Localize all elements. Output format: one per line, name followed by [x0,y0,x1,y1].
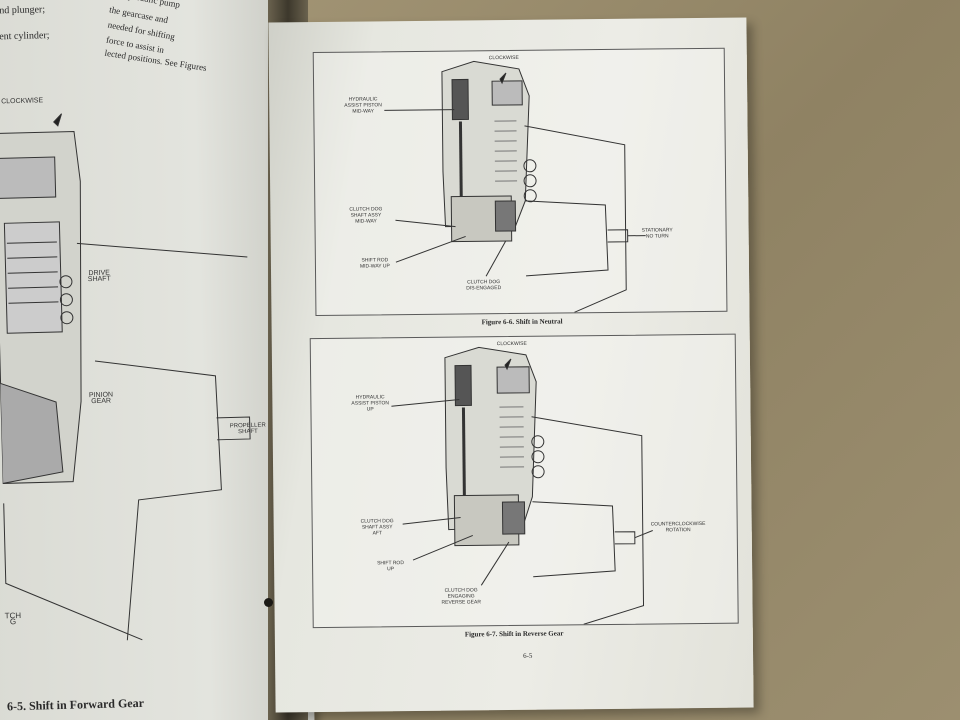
label-clutch-dog-shaft: CLUTCH DOG SHAFT ASSY AFT [360,518,394,537]
label-clutch-dog-shaft: CLUTCH DOG SHAFT ASSY MID-WAY [349,206,383,225]
label-clutch-dog-disengaged: CLUTCH DOG DIS-ENGAGED [466,279,502,292]
label-shift-rod: SHIFT ROD UP [377,560,404,573]
caption-reverse: Figure 6-7. Shift in Reverse Gear [464,629,564,639]
label-counterclockwise: COUNTERCLOCKWISE ROTATION [650,520,706,534]
figure-neutral-drawing [384,60,646,313]
label-clockwise: CLOCKWISE [496,340,527,348]
label-hydraulic-piston: HYDRAULIC ASSIST PISTON MID-WAY [344,96,382,115]
figure-neutral: CLOCKWISE HYDRAULIC ASSIST PISTON MID-WA… [312,47,728,317]
left-page: and plunger; ment cylinder; the hydrauli… [0,0,315,720]
right-page: CLOCKWISE HYDRAULIC ASSIST PISTON MID-WA… [268,17,754,713]
label-hydraulic-piston: HYDRAULIC ASSIST PISTON UP [351,394,390,413]
label-clockwise: CLOCKWISE [488,54,519,62]
label-stationary: STATIONARY NO TURN [641,227,673,240]
page-number: 6-5 [523,651,533,660]
label-clutch-dog-engaging: CLUTCH DOG ENGAGING REVERSE GEAR [441,587,481,606]
binding-hole [264,598,273,607]
figure-reverse-drawing [391,346,653,625]
caption-neutral: Figure 6-6. Shift in Neutral [481,317,563,327]
figure-reverse: CLOCKWISE HYDRAULIC ASSIST PISTON UP CLU… [309,333,739,629]
left-drawing [0,113,251,641]
label-shift-rod: SHIFT ROD MID-WAY UP [359,257,390,270]
